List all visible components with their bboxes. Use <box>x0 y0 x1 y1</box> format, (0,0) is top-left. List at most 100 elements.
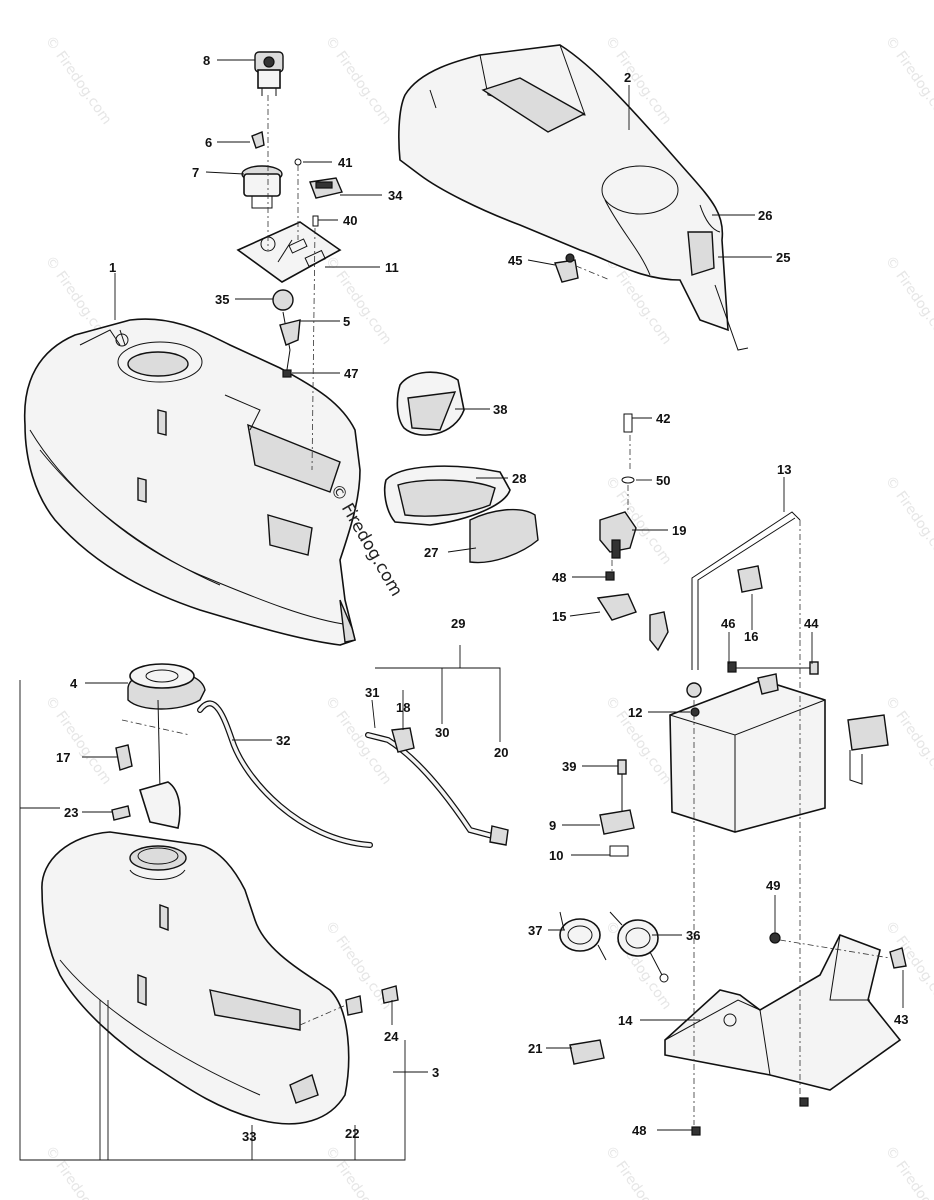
part-13-rod <box>691 511 801 670</box>
label-1: 1 <box>109 260 116 275</box>
part-fuel-line-assembly <box>365 727 509 846</box>
label-23: 23 <box>64 805 78 820</box>
label-13: 13 <box>777 462 791 477</box>
side-bracket <box>847 714 889 785</box>
label-10: 10 <box>549 848 563 863</box>
label-28: 28 <box>512 471 526 486</box>
label-48-top: 48 <box>552 570 566 585</box>
label-16: 16 <box>744 629 758 644</box>
label-25: 25 <box>776 250 790 265</box>
part-28-bezel <box>383 465 511 526</box>
label-48-bottom: 48 <box>632 1123 646 1138</box>
part-6-key <box>251 131 265 149</box>
watermark-text: © Firedog.com <box>882 33 934 127</box>
watermark-text: © Firedog.com <box>882 473 934 567</box>
part-15-terminal <box>596 593 669 652</box>
watermark-text: © Firedog.com <box>42 693 115 787</box>
label-35: 35 <box>215 292 229 307</box>
label-27: 27 <box>424 545 438 560</box>
callout-labels: 8 6 7 41 34 40 11 35 5 47 1 2 26 25 45 3… <box>56 53 908 1144</box>
label-22: 22 <box>345 1126 359 1141</box>
label-49: 49 <box>766 878 780 893</box>
part-14-tray <box>664 933 902 1091</box>
watermark-text: © Firedog.com <box>42 33 115 127</box>
label-47: 47 <box>344 366 358 381</box>
part-4-fuel-cap <box>127 663 206 710</box>
part-48-nut-bottom <box>691 1097 809 1136</box>
part-41-pin <box>294 158 302 166</box>
label-2: 2 <box>624 70 631 85</box>
part-40-screw <box>312 215 319 227</box>
label-14: 14 <box>618 1013 633 1028</box>
part-32-hose <box>197 700 373 848</box>
part-27-lid <box>469 508 539 564</box>
watermark-text: © Firedog.com <box>322 1143 395 1200</box>
part-19-connector <box>599 511 637 559</box>
part-47-nut <box>282 369 292 378</box>
label-50: 50 <box>656 473 670 488</box>
part-17-valve <box>115 744 133 771</box>
label-20: 20 <box>494 745 508 760</box>
label-38: 38 <box>493 402 507 417</box>
part-46-44-bolt <box>727 661 819 675</box>
label-17: 17 <box>56 750 70 765</box>
part-37-36-cables <box>559 911 669 983</box>
label-44: 44 <box>804 616 819 631</box>
part-strainer <box>138 699 181 829</box>
label-37: 37 <box>528 923 542 938</box>
part-34-button <box>309 177 343 199</box>
watermark-text: © Firedog.com <box>882 253 934 347</box>
watermark-text: © Firedog.com <box>322 33 395 127</box>
label-45: 45 <box>508 253 522 268</box>
watermark-text: © Firedog.com <box>602 1143 675 1200</box>
label-34: 34 <box>388 188 403 203</box>
label-21: 21 <box>528 1041 542 1056</box>
label-26: 26 <box>758 208 772 223</box>
label-46: 46 <box>721 616 735 631</box>
label-18: 18 <box>396 700 410 715</box>
label-43: 43 <box>894 1012 908 1027</box>
label-7: 7 <box>192 165 199 180</box>
label-24: 24 <box>384 1029 399 1044</box>
part-42-bolt <box>623 413 633 433</box>
part-38-cup <box>396 371 465 436</box>
part-2-rear-cover <box>398 44 749 351</box>
part-39-9-10-sensor <box>599 759 635 857</box>
part-11-plate <box>236 221 342 283</box>
part-49-nut <box>769 932 781 944</box>
part-43-bolt <box>889 947 907 969</box>
part-22-24-fittings <box>345 985 399 1016</box>
part-48-nut-top <box>605 571 615 581</box>
label-5: 5 <box>343 314 350 329</box>
label-33: 33 <box>242 1129 256 1144</box>
part-7-ignition <box>241 165 283 209</box>
label-39: 39 <box>562 759 576 774</box>
label-31: 31 <box>365 685 379 700</box>
label-9: 9 <box>549 818 556 833</box>
label-12: 12 <box>628 705 642 720</box>
label-30: 30 <box>435 725 449 740</box>
label-41: 41 <box>338 155 352 170</box>
label-4: 4 <box>70 676 78 691</box>
part-35-knob <box>272 289 294 311</box>
label-42: 42 <box>656 411 670 426</box>
part-5-lever <box>279 311 301 377</box>
label-8: 8 <box>203 53 210 68</box>
label-29: 29 <box>451 616 465 631</box>
leader-lines <box>19 59 904 1161</box>
watermark-text: © Firedog.com <box>882 1143 934 1200</box>
part-50-washer <box>621 476 635 484</box>
label-6: 6 <box>205 135 212 150</box>
label-32: 32 <box>276 733 290 748</box>
assembly-lines <box>121 95 891 1125</box>
label-19: 19 <box>672 523 686 538</box>
label-3: 3 <box>432 1065 439 1080</box>
part-3-fuel-tank <box>41 831 350 1125</box>
part-16-clamp <box>737 565 763 593</box>
part-8-switch <box>254 51 284 96</box>
watermark-text: © Firedog.com <box>882 918 934 1012</box>
part-1-front-cover <box>23 318 361 646</box>
label-11: 11 <box>385 260 399 275</box>
label-40: 40 <box>343 213 357 228</box>
